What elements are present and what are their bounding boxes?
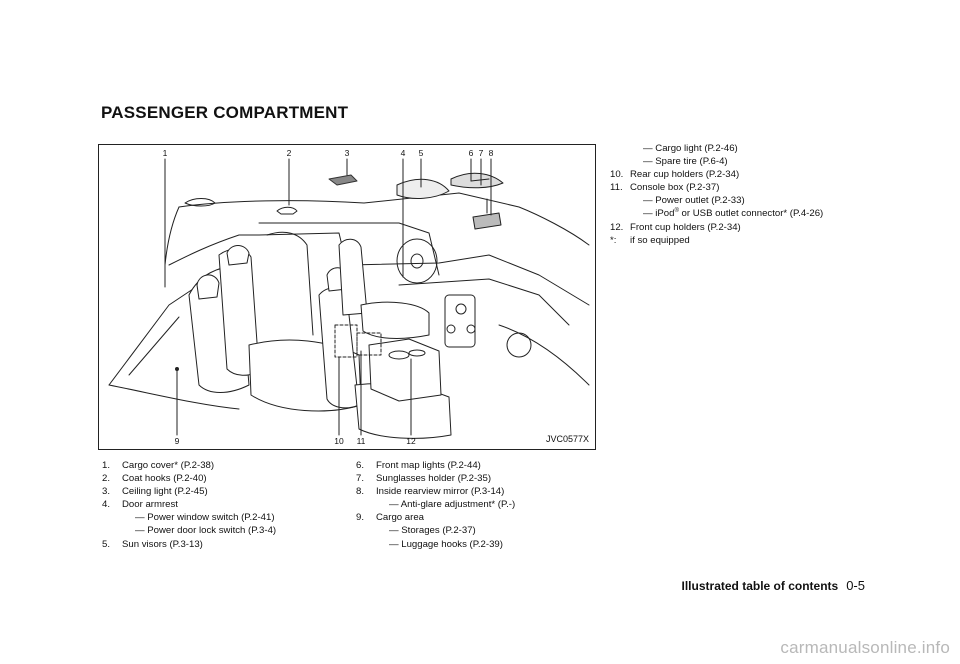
legend-item-label: Front cup holders (P.2-34) (630, 221, 741, 233)
callout-5: 5 (418, 148, 424, 158)
legend-item-number: 3. (102, 486, 111, 498)
legend-item-label: — Power outlet (P.2-33) (643, 195, 745, 207)
callout-8: 8 (488, 148, 494, 158)
legend-item-text: Coat hooks (P.2-40) (122, 472, 207, 485)
legend-item-text: — Anti-glare adjustment* (P.-) (389, 498, 515, 511)
legend-item-label: — Spare tire (P.6-4) (643, 156, 728, 168)
legend-item-number: 7. (356, 473, 365, 485)
registered-mark: ® (674, 208, 679, 215)
legend-item-text: — Power outlet (P.2-33) (643, 194, 745, 207)
legend-item-number: 9. (356, 512, 365, 524)
figure-code: JVC0577X (545, 434, 589, 444)
legend-item-text: Door armrest (122, 498, 178, 511)
legend-item-label: Coat hooks (P.2-40) (122, 473, 207, 485)
legend-item-text: if so equipped (630, 234, 690, 247)
section-heading: PASSENGER COMPARTMENT (101, 103, 349, 122)
callout-6: 6 (468, 148, 474, 158)
legend-item-text: — Cargo light (P.2-46) (643, 142, 738, 155)
legend-item-text: Console box (P.2-37) (630, 181, 719, 194)
legend-item-number: 5. (102, 538, 111, 550)
callout-12: 12 (406, 436, 416, 446)
legend-item-text: Rear cup holders (P.2-34) (630, 168, 739, 181)
legend-item-label: Cargo area (376, 512, 424, 524)
legend-item-label: — Luggage hooks (P.2-39) (389, 538, 503, 550)
legend-item-text: Cargo area (376, 511, 424, 524)
legend-item-label: — Power door lock switch (P.3-4) (135, 525, 277, 537)
callout-1: 1 (162, 148, 168, 158)
legend-item-number: 8. (356, 486, 365, 498)
legend-item-label: Inside rearview mirror (P.3-14) (376, 486, 505, 498)
legend-item-number: 6. (356, 460, 365, 471)
callout-10: 10 (334, 436, 344, 446)
legend-item-text: Inside rearview mirror (P.3-14) (376, 485, 504, 498)
callout-9: 9 (174, 436, 180, 446)
legend-item-label: Sunglasses holder (P.2-35) (376, 473, 492, 485)
watermark: carmanualsonline.info (780, 638, 950, 657)
legend-item-label: Ceiling light (P.2-45) (122, 486, 208, 498)
legend-item-text: Front cup holders (P.2-34) (630, 221, 741, 234)
legend-item-label: — iPod (643, 208, 675, 220)
page-number: 0-5 (846, 578, 865, 593)
legend-item-number: 11. (610, 182, 623, 194)
callout-2: 2 (286, 148, 292, 158)
legend-item-number: 10. (610, 169, 624, 181)
legend-item-text: — iPod® or USB outlet connector* (P.4-26… (643, 207, 823, 220)
callout-7: 7 (478, 148, 484, 158)
legend-item-label: Sun visors (P.3-13) (122, 538, 203, 550)
legend-item-text: Sun visors (P.3-13) (122, 538, 203, 551)
legend-item-label: Cargo cover* (P.2-38) (122, 460, 215, 471)
legend-item-label: — Storages (P.2-37) (389, 525, 476, 537)
footer-title: Illustrated table of contents (681, 579, 839, 593)
legend-item-label-continued: or USB outlet connector* (P.4-26) (678, 208, 824, 220)
legend-item-label: — Power window switch (P.2-41) (135, 512, 275, 524)
legend-item-label: Front map lights (P.2-44) (376, 460, 481, 471)
legend-item-text: — Storages (P.2-37) (389, 524, 476, 537)
interior-drawing (108, 158, 590, 439)
legend-item-number: 4. (102, 499, 111, 511)
legend-item-number: 12. (610, 221, 624, 233)
legend-item-label: — Anti-glare adjustment* (P.-) (389, 499, 516, 511)
callout-3: 3 (344, 148, 350, 158)
legend-item-text: Cargo cover* (P.2-38) (122, 459, 214, 472)
callout-4: 4 (400, 148, 406, 158)
legend-item-number: 2. (102, 473, 111, 485)
legend-item-number: 1. (102, 460, 111, 471)
callout-11: 11 (356, 436, 366, 446)
legend-item-text: Front map lights (P.2-44) (376, 459, 481, 472)
legend-item-text: — Power window switch (P.2-41) (135, 511, 275, 524)
legend-item-text: Ceiling light (P.2-45) (122, 485, 208, 498)
legend-item-label: Rear cup holders (P.2-34) (630, 169, 740, 181)
legend-item-number: *: (610, 234, 617, 246)
legend-item-label: Console box (P.2-37) (630, 182, 720, 194)
interior-illustration: 1 2 3 4 5 6 7 8 9 10 11 12 JVC0577X (98, 144, 596, 450)
page-footer: Illustrated table of contents 0-5 (682, 578, 865, 593)
legend-item-text: — Spare tire (P.6-4) (643, 155, 728, 168)
legend-item-label: — Cargo light (P.2-46) (643, 143, 738, 154)
legend-item-text: Sunglasses holder (P.2-35) (376, 472, 491, 485)
legend-item-label: Door armrest (122, 499, 178, 511)
legend-item-label: if so equipped (630, 234, 690, 246)
legend-item-text: — Power door lock switch (P.3-4) (135, 524, 276, 537)
legend-item-text: — Luggage hooks (P.2-39) (389, 538, 503, 551)
